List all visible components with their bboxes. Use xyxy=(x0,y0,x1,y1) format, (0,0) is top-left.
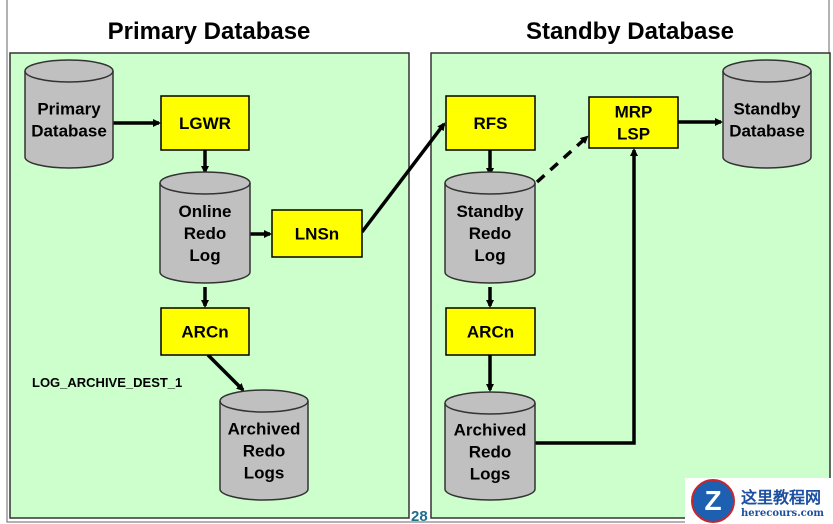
node-label: Redo xyxy=(184,224,227,243)
lnsn-to-rfs-arrow xyxy=(360,122,446,234)
node-label: ARCn xyxy=(181,323,228,342)
arcn-standby-process-box: ARCn xyxy=(445,307,536,356)
mrp-lsp-process-box: MRP LSP xyxy=(588,96,679,149)
node-label: Primary xyxy=(37,100,101,119)
lnsn-process-box: LNSn xyxy=(271,209,363,258)
node-label: Standby xyxy=(456,202,524,221)
log-archive-dest-label: LOG_ARCHIVE_DEST_1 xyxy=(32,375,182,390)
arcn-to-archived-arrow xyxy=(206,353,245,392)
node-label: Logs xyxy=(244,464,285,483)
node-label: Online xyxy=(179,202,232,221)
primary-title: Primary Database xyxy=(108,18,311,45)
standby-title: Standby Database xyxy=(526,18,734,45)
node-label: LNSn xyxy=(295,225,339,244)
node-label: ARCn xyxy=(467,323,514,342)
node-label: Database xyxy=(31,122,107,141)
node-label: LSP xyxy=(617,125,650,144)
node-label: Log xyxy=(474,246,505,265)
node-label: Database xyxy=(729,122,805,141)
lgwr-process-box: LGWR xyxy=(160,95,250,151)
node-label: Standby xyxy=(733,100,801,119)
node-label: MRP xyxy=(615,103,653,122)
watermark-title: 这里教程网 xyxy=(741,487,822,507)
node-label: Logs xyxy=(470,465,511,484)
node-label: Archived xyxy=(228,420,301,439)
node-label: RFS xyxy=(474,114,508,133)
rfs-process-box: RFS xyxy=(445,95,536,151)
standby-redo-to-mrp-arrow xyxy=(535,135,589,184)
arcn-primary-process-box: ARCn xyxy=(160,307,250,356)
watermark: Z 这里教程网 herecours.com xyxy=(685,478,833,524)
node-label: Redo xyxy=(469,443,512,462)
watermark-url: herecours.com xyxy=(741,507,825,519)
page-number: 28 xyxy=(411,508,428,524)
node-label: LGWR xyxy=(179,114,231,133)
watermark-logo: Z xyxy=(691,479,735,523)
node-label: Log xyxy=(189,246,220,265)
node-label: Redo xyxy=(243,442,286,461)
node-label: Archived xyxy=(454,421,527,440)
node-label: Redo xyxy=(469,224,512,243)
archived-to-mrp-arrow xyxy=(535,148,638,445)
